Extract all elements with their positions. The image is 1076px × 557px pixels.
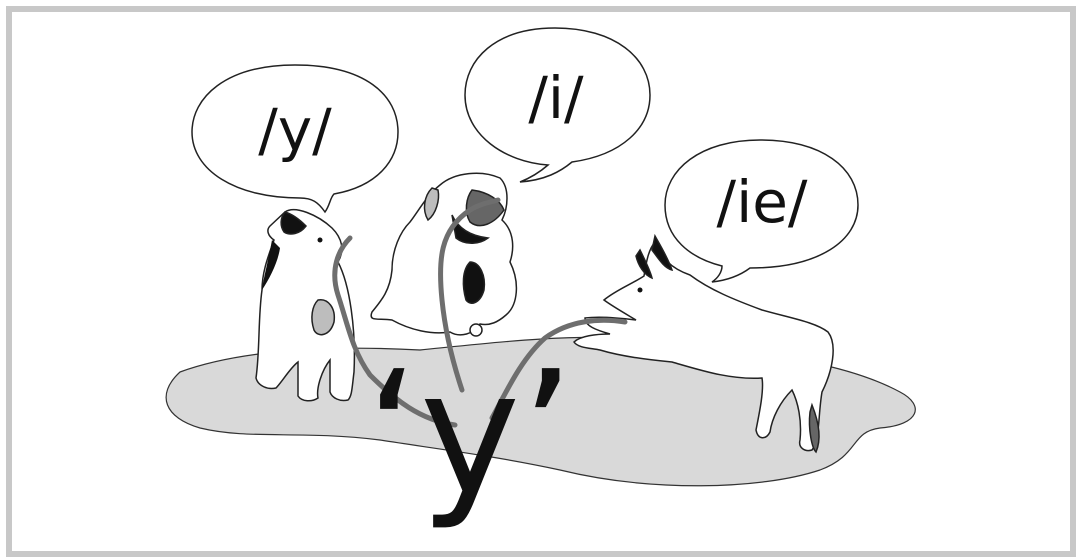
leash-to-dog — [489, 317, 628, 421]
speech-bubble-cat: /y/ — [191, 64, 399, 214]
speech-bubble-pug: /i/ — [464, 27, 651, 183]
bubble-cat-text: /y/ — [258, 96, 332, 164]
bubble-dog-text: /ie/ — [717, 168, 808, 236]
cat-illustration — [255, 208, 356, 402]
leash-to-pug — [438, 197, 501, 393]
leash-strands — [332, 197, 628, 428]
dog-illustration — [573, 233, 834, 454]
bubble-pug-text: /i/ — [528, 64, 584, 132]
center-letter: ‘y’ — [366, 335, 575, 533]
speech-bubble-dog: /ie/ — [664, 139, 859, 283]
leash-to-cat — [332, 235, 458, 428]
